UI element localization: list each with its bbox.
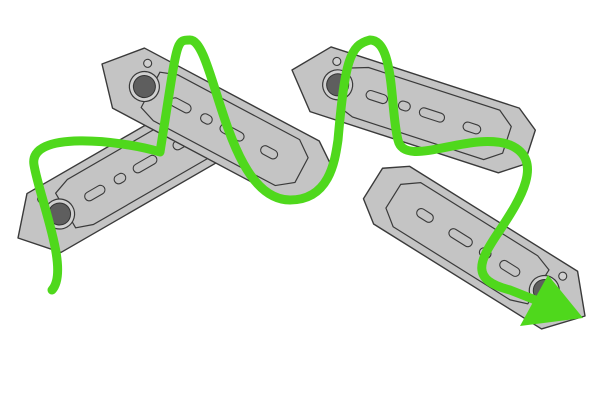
arrow-head [520, 275, 583, 326]
wave-path [29, 35, 553, 310]
